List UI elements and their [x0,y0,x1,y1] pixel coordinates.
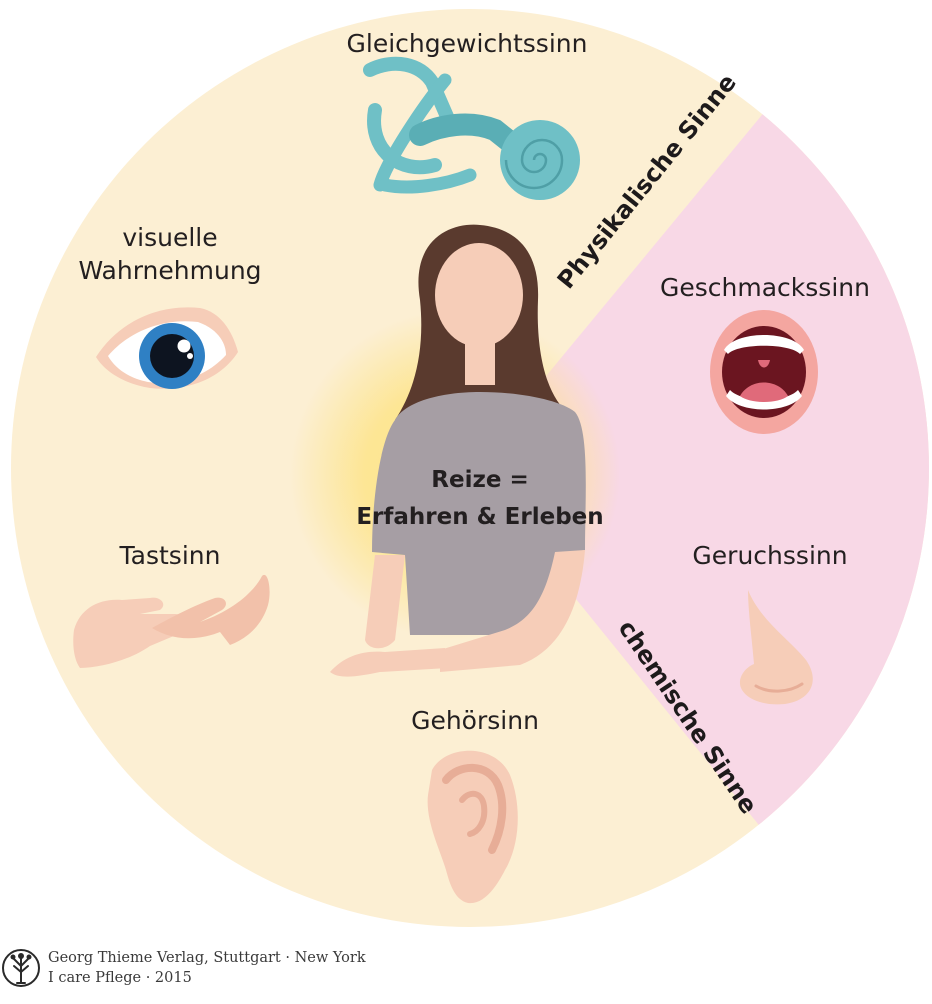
chemical-senses-sector [470,104,929,840]
touch-label: Tastsinn [119,541,221,570]
center-line-2: Erfahren & Erleben [356,503,604,530]
taste-label: Geschmackssinn [660,273,870,302]
vision-label: visuelle Wahrnehmung [55,222,285,287]
vision-label-line-1: visuelle [122,223,218,252]
balance-label: Gleichgewichtssinn [346,29,588,58]
ear-icon [427,750,518,904]
inner-ear-icon [363,56,580,200]
smell-label: Geruchssinn [692,541,848,570]
publisher-credit: Georg Thieme Verlag, Stuttgart · New Yor… [48,949,366,988]
center-line-1: Reize = [431,467,529,493]
hearing-label: Gehörsinn [411,706,539,735]
open-mouth-icon [710,310,818,434]
eye-icon [96,307,238,389]
vision-label-line-2: Wahrnehmung [78,255,262,285]
woman-figure [330,224,586,677]
center-caption: Reize = Erfahren & Erleben [330,462,630,536]
tree-logo-icon [2,949,40,987]
touching-hands-icon [73,574,270,668]
credit-line-1: Georg Thieme Verlag, Stuttgart · New Yor… [48,950,366,966]
nose-icon [739,590,813,705]
credit-line-2: I care Pflege · 2015 [48,969,192,986]
